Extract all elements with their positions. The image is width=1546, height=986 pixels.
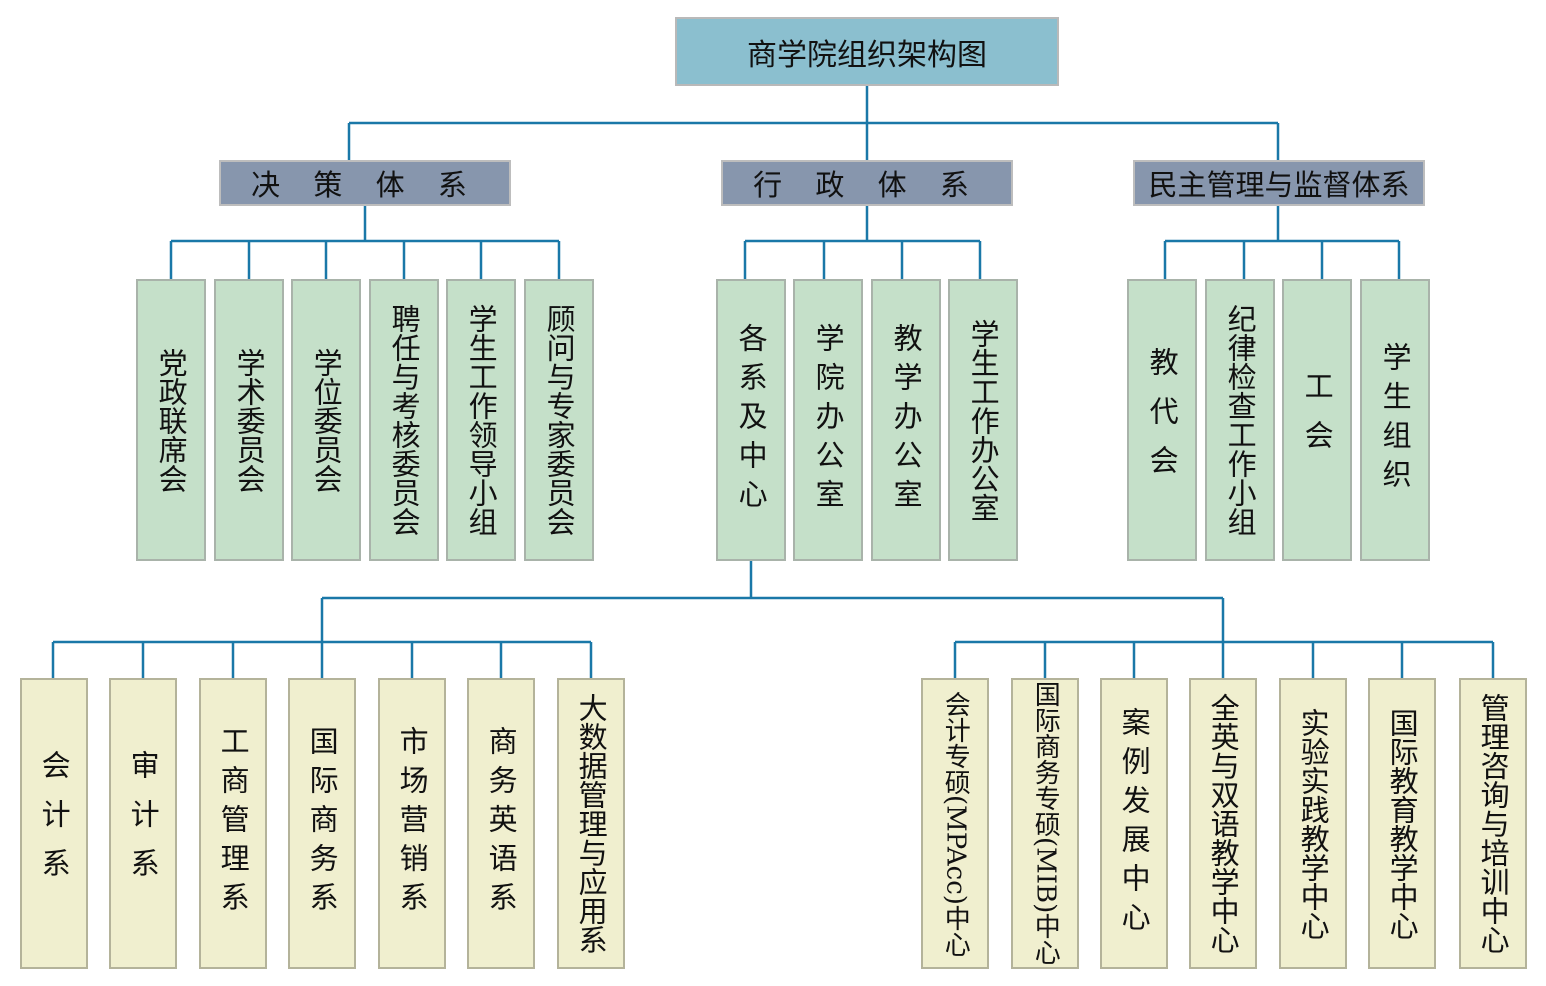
connector [51,640,593,678]
unit-label: 教学办公室 [889,322,924,518]
unit-box: 聘任与考核委员会 [369,279,439,561]
unit-label: 党政联席会 [154,347,189,493]
unit-label: 学院办公室 [811,322,846,518]
connector [953,640,1495,678]
unit-box: 工会 [1282,279,1352,561]
center-label: 国际商务专硕(MIB)中心 [1030,681,1061,966]
department-label: 市场营销系 [395,726,430,921]
connector [347,86,1280,160]
system-label: 民主管理与监督体系 [1148,168,1410,202]
unit-label: 工会 [1300,371,1335,469]
center-label: 会计专硕(MPAcc)中心 [940,690,971,957]
center-box: 案例发展中心 [1100,678,1168,969]
center-box: 国际教育教学中心 [1368,678,1436,969]
unit-box: 教学办公室 [871,279,941,561]
department-box: 市场营销系 [378,678,446,969]
department-label: 审计系 [126,750,161,897]
unit-box: 顾问与专家委员会 [524,279,594,561]
center-box: 全英与双语教学中心 [1189,678,1257,969]
department-box: 工商管理系 [199,678,267,969]
unit-box: 党政联席会 [136,279,206,561]
department-box: 审计系 [109,678,177,969]
center-box: 会计专硕(MPAcc)中心 [921,678,989,969]
center-label: 实验实践教学中心 [1296,707,1331,940]
unit-label: 纪律检查工作小组 [1223,304,1258,536]
center-label: 管理咨询与培训中心 [1476,693,1511,954]
department-box: 大数据管理与应用系 [557,678,625,969]
unit-label: 聘任与考核委员会 [387,304,422,536]
unit-label: 各系及中心 [734,322,769,518]
center-box: 管理咨询与培训中心 [1459,678,1527,969]
unit-label: 学生工作领导小组 [464,304,499,536]
department-label: 大数据管理与应用系 [574,693,609,954]
department-label: 商务英语系 [484,726,519,921]
unit-label: 学位委员会 [309,347,344,493]
department-box: 国际商务系 [288,678,356,969]
system-label: 行 政 体 系 [753,168,981,202]
center-label: 案例发展中心 [1117,706,1152,941]
connector [743,206,982,279]
unit-box: 学位委员会 [291,279,361,561]
system-administration: 行 政 体 系 [721,160,1013,206]
unit-box: 教代会 [1127,279,1197,561]
department-box: 会计系 [20,678,88,969]
system-decision: 决 策 体 系 [219,160,511,206]
unit-box: 各系及中心 [716,279,786,561]
center-box: 国际商务专硕(MIB)中心 [1011,678,1079,969]
unit-label: 学生组织 [1378,342,1413,498]
unit-box: 学院办公室 [793,279,863,561]
chart-title: 商学院组织架构图 [747,37,987,73]
unit-box: 纪律检查工作小组 [1205,279,1275,561]
chart-title-box: 商学院组织架构图 [675,17,1059,86]
unit-label: 顾问与专家委员会 [542,304,577,536]
unit-box: 学生组织 [1360,279,1430,561]
center-box: 实验实践教学中心 [1279,678,1347,969]
system-label: 决 策 体 系 [251,168,479,202]
department-label: 会计系 [37,750,72,897]
connector [169,206,561,279]
center-label: 全英与双语教学中心 [1206,693,1241,954]
unit-box: 学生工作办公室 [948,279,1018,561]
department-label: 工商管理系 [216,726,251,921]
unit-label: 学术委员会 [232,347,267,493]
system-democratic-supervision: 民主管理与监督体系 [1133,160,1425,206]
center-label: 国际教育教学中心 [1385,707,1420,940]
department-label: 国际商务系 [305,726,340,921]
connector [1163,206,1401,279]
unit-box: 学生工作领导小组 [446,279,516,561]
unit-label: 学生工作办公室 [966,318,1001,522]
department-box: 商务英语系 [467,678,535,969]
connector [320,561,1225,642]
unit-box: 学术委员会 [214,279,284,561]
unit-label: 教代会 [1145,346,1180,494]
